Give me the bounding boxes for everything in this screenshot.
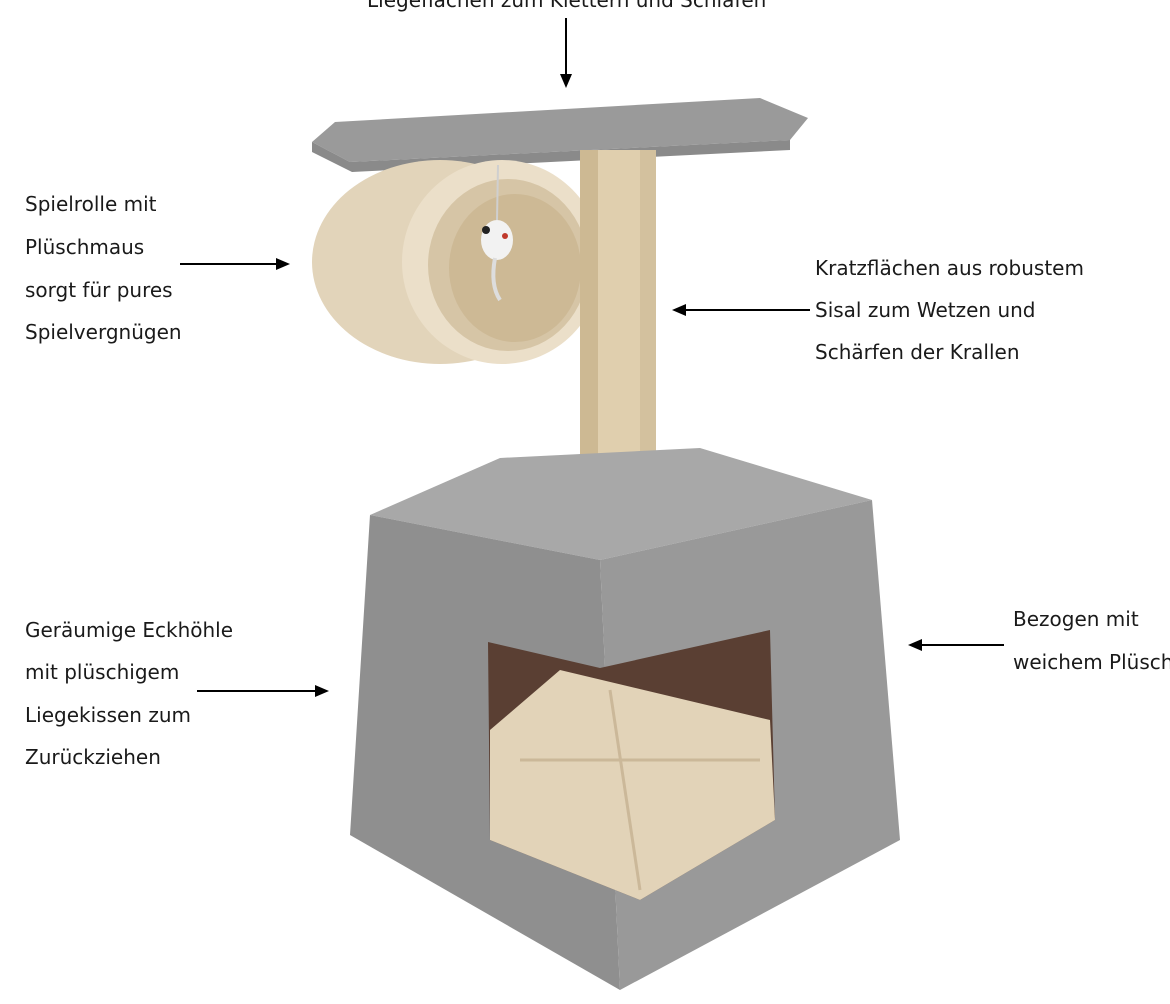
scratch-post-line: Schärfen der Krallen: [815, 340, 1020, 364]
arrow-right-icon: [197, 685, 329, 697]
arrow-down-icon: [560, 18, 572, 88]
cave-line: Geräumige Eckhöhle: [25, 618, 234, 642]
cover-line: weichem Plüsch: [1013, 650, 1170, 674]
base-cave: [350, 448, 900, 990]
cover-line: Bezogen mit: [1013, 607, 1139, 631]
arrow-left-icon: [908, 639, 1004, 651]
arrow-right-icon: [180, 258, 290, 270]
plush-mouse-toy: [481, 164, 513, 302]
arrow-left-icon: [672, 304, 810, 316]
scratch-post-line: Kratzflächen aus robustem: [815, 256, 1084, 280]
toy-roll-line: Spielvergnügen: [25, 320, 182, 344]
toy-roll-line: Spielrolle mit: [25, 192, 157, 216]
cave-line: Zurückziehen: [25, 745, 161, 769]
play-roll: [312, 160, 602, 364]
cave-line: mit plüschigem: [25, 660, 180, 684]
toy-roll-line: Plüschmaus: [25, 235, 145, 259]
cushion: [490, 670, 775, 900]
cave-line: Liegekissen zum: [25, 703, 191, 727]
scratch-post-line: Sisal zum Wetzen und: [815, 298, 1036, 322]
toy-roll-line: sorgt für pures: [25, 278, 173, 302]
top-platform: [312, 98, 808, 172]
top-platform-caption: Liegeflächen zum Klettern und Schlafen: [367, 0, 767, 12]
sisal-post: [580, 150, 656, 490]
